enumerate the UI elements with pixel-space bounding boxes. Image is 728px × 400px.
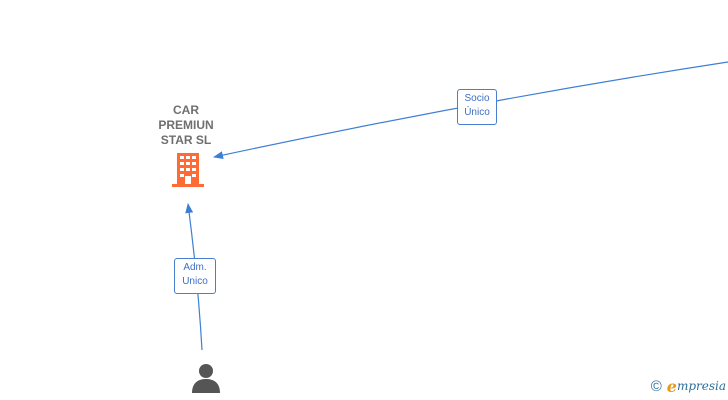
edge-label-line: Socio [464,93,490,104]
brand-logo-text: mpresia [676,379,726,393]
brand-logo-letter: e [666,376,677,396]
edge-label-line: Unico [182,276,208,287]
edge-label-line: Único [464,107,490,118]
person-icon[interactable] [190,362,222,394]
edge-label-adm-unico: Adm. Unico [174,258,216,294]
footer-brand: © e mpresia [650,376,726,396]
edge-label-line: Adm. [183,262,207,273]
copyright-icon: © [650,377,662,395]
edge-label-socio-unico: Socio Único [457,89,497,125]
building-icon[interactable] [171,152,205,188]
company-name-label: CAR PREMIUN STAR SL [158,103,214,147]
